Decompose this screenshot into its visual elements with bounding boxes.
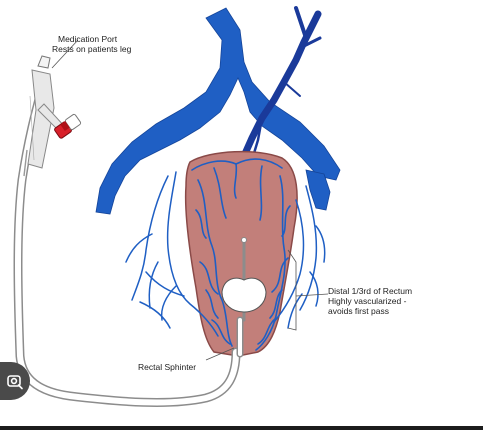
rectal-sphincter-label: Rectal Sphinter xyxy=(138,362,196,372)
lens-glyph xyxy=(6,372,24,390)
bottom-edge-bar xyxy=(0,426,483,430)
medication-port-cap xyxy=(54,114,82,139)
rectum-label-line-2: Highly vascularized - xyxy=(328,296,412,306)
rectum-label-line-3: avoids first pass xyxy=(328,306,412,316)
medication-port-label: Medication Port Rests on patients leg xyxy=(52,34,131,54)
retention-balloon xyxy=(222,278,266,312)
rectum-label-line-1: Distal 1/3rd of Rectum xyxy=(328,286,412,296)
catheter-tip xyxy=(242,238,247,243)
medication-port-label-line-1: Medication Port xyxy=(52,34,131,44)
rectum-label: Distal 1/3rd of Rectum Highly vasculariz… xyxy=(328,286,412,316)
medication-port-label-line-2: Rests on patients leg xyxy=(52,44,131,54)
